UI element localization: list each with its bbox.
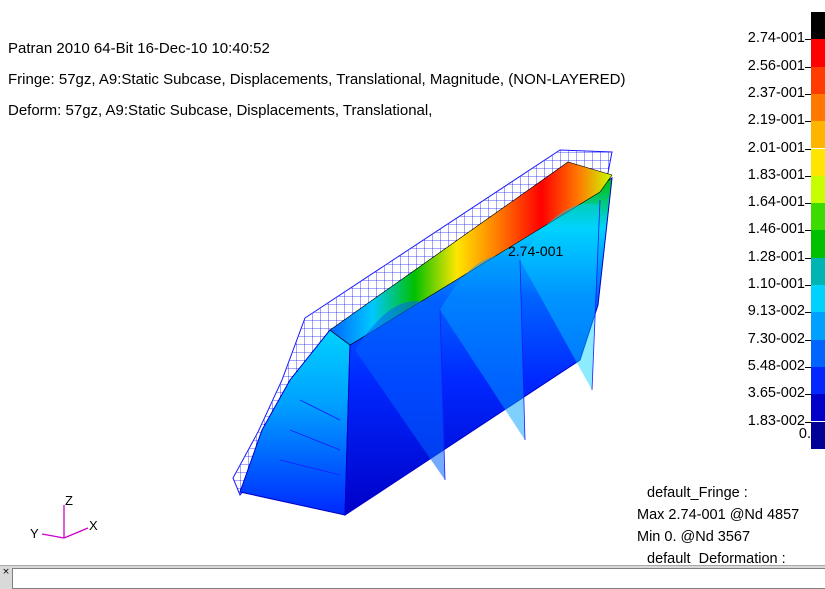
min-info: Min 0. @Nd 3567 (637, 529, 751, 545)
spectrum-label: 1.46-001 (747, 221, 805, 238)
spectrum-tick (805, 285, 811, 286)
spectrum-color-8 (811, 230, 825, 258)
spectrum-tick (805, 394, 811, 396)
triad-y-label: Y (30, 526, 39, 541)
spectrum-label: 2.74-001 (747, 30, 805, 47)
spectrum-label: 2.01-001 (747, 139, 805, 156)
spectrum-label: 2.56-001 (747, 57, 805, 74)
close-icon[interactable]: × (2, 567, 10, 577)
spectrum-label: 2.19-001 (747, 112, 805, 129)
triad-y-axis (41, 533, 65, 539)
spectrum-label: 3.65-002 (747, 385, 805, 402)
max-info: Max 2.74-001 @Nd 4857 (637, 507, 800, 523)
spectrum-color-9 (811, 257, 825, 285)
spectrum-color-5 (811, 148, 825, 176)
spectrum-label: 9.13-002 (747, 303, 805, 320)
command-input[interactable] (12, 568, 825, 589)
spectrum-tick (805, 148, 811, 150)
spectrum-tick (805, 175, 811, 177)
spectrum-label: 5.48-002 (747, 357, 805, 374)
graphics-viewport[interactable]: 2.74-001 Z X Y (0, 0, 825, 565)
spectrum-tick (805, 203, 811, 205)
max-value-label: 2.74-001 (508, 243, 563, 259)
spectrum-label: 1.10-001 (747, 276, 805, 292)
spectrum-tick (805, 257, 811, 259)
spectrum-tick (805, 66, 811, 68)
spectrum-color-2 (811, 66, 825, 94)
triad-z-label: Z (65, 493, 73, 508)
spectrum-color-3 (811, 93, 825, 122)
spectrum-label: 1.83-001 (747, 166, 805, 183)
spectrum-tick (805, 93, 811, 95)
spectrum-tick (805, 230, 811, 232)
deformation-name: default_Deformation : (647, 551, 786, 565)
spectrum-color-0 (811, 12, 825, 40)
spectrum-color-11 (811, 312, 825, 340)
title-line: Patran 2010 64-Bit 16-Dec-10 10:40:52 (8, 40, 270, 57)
spectrum-color-1 (811, 39, 825, 67)
triad-x-label: X (89, 518, 98, 533)
spectrum-color-6 (811, 175, 825, 204)
spectrum-tick (805, 339, 811, 341)
spectrum-label: 7.30-002 (747, 330, 805, 347)
spectrum-tick (805, 421, 811, 423)
spectrum-label: 1.28-001 (747, 248, 805, 265)
spectrum-label: 1.83-002 (747, 412, 805, 429)
spectrum-label: 1.64-001 (747, 194, 805, 211)
spectrum-tick (805, 39, 811, 41)
fringe-name: default_Fringe : (647, 485, 748, 501)
command-bar: × (0, 565, 825, 589)
spectrum-color-10 (811, 285, 825, 313)
spectrum-tick (805, 366, 811, 368)
spectrum-label: 2.37-001 (747, 84, 805, 101)
triad-x-axis (63, 527, 89, 539)
spectrum-tick (805, 312, 811, 314)
spectrum-color-15 (811, 421, 825, 449)
spectrum-color-14 (811, 394, 825, 422)
spectrum-color-4 (811, 121, 825, 149)
spectrum-tick (805, 121, 811, 123)
fringe-line: Fringe: 57gz, A9:Static Subcase, Displac… (8, 71, 626, 88)
deform-line: Deform: 57gz, A9:Static Subcase, Displac… (8, 102, 433, 119)
fringe-model (239, 161, 613, 516)
spectrum-color-12 (811, 339, 825, 367)
spectrum-color-7 (811, 203, 825, 231)
spectrum-label: 0. (798, 425, 811, 442)
coordinate-triad (41, 505, 89, 539)
spectrum-color-13 (811, 366, 825, 395)
